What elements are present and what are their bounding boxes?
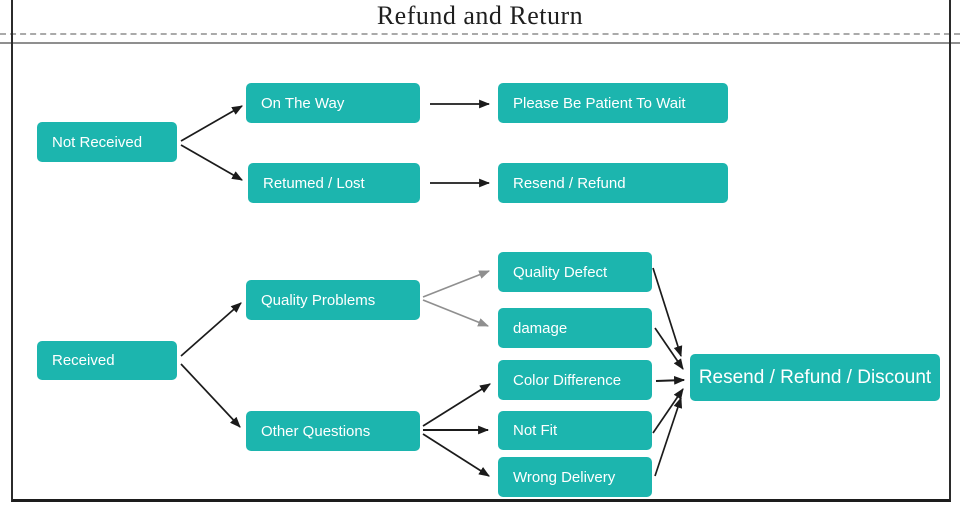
node-resend-refund-discount: Resend / Refund / Discount bbox=[690, 354, 940, 401]
node-not-received: Not Received bbox=[37, 122, 177, 162]
arrow-not-received-to-on-the-way bbox=[180, 105, 243, 142]
arrow-damage-to-discount bbox=[654, 327, 684, 370]
chart-frame bbox=[11, 0, 951, 502]
arrow-quality-problems-to-damage bbox=[422, 299, 490, 327]
arrow-wrong-delivery-to-discount bbox=[654, 396, 683, 477]
node-quality-defect: Quality Defect bbox=[498, 252, 652, 292]
node-received: Received bbox=[37, 341, 177, 380]
dashed-divider bbox=[0, 33, 960, 35]
page-title: Refund and Return bbox=[376, 1, 584, 30]
node-returned-lost: Retumed / Lost bbox=[248, 163, 420, 203]
arrow-quality-defect-to-discount bbox=[652, 267, 683, 358]
solid-divider bbox=[0, 42, 960, 44]
node-not-fit: Not Fit bbox=[498, 411, 652, 450]
arrow-quality-problems-to-quality-defect bbox=[422, 270, 491, 298]
node-resend-refund: Resend / Refund bbox=[498, 163, 728, 203]
node-quality-problems: Quality Problems bbox=[246, 280, 420, 320]
arrow-received-to-other-questions bbox=[180, 363, 241, 428]
arrow-color-difference-to-discount bbox=[655, 375, 686, 385]
node-on-the-way: On The Way bbox=[246, 83, 420, 123]
arrow-other-questions-to-wrong-delivery bbox=[422, 433, 490, 477]
node-damage: damage bbox=[498, 308, 652, 348]
arrow-other-questions-to-color-difference bbox=[422, 383, 491, 427]
arrow-received-to-quality-problems bbox=[180, 302, 242, 357]
node-please-be-patient: Please Be Patient To Wait bbox=[498, 83, 728, 123]
node-other-questions: Other Questions bbox=[246, 411, 420, 451]
arrow-not-received-to-returned-lost bbox=[180, 144, 243, 181]
node-color-difference: Color Difference bbox=[498, 360, 652, 400]
arrow-not-fit-to-discount bbox=[652, 388, 684, 434]
node-wrong-delivery: Wrong Delivery bbox=[498, 457, 652, 497]
